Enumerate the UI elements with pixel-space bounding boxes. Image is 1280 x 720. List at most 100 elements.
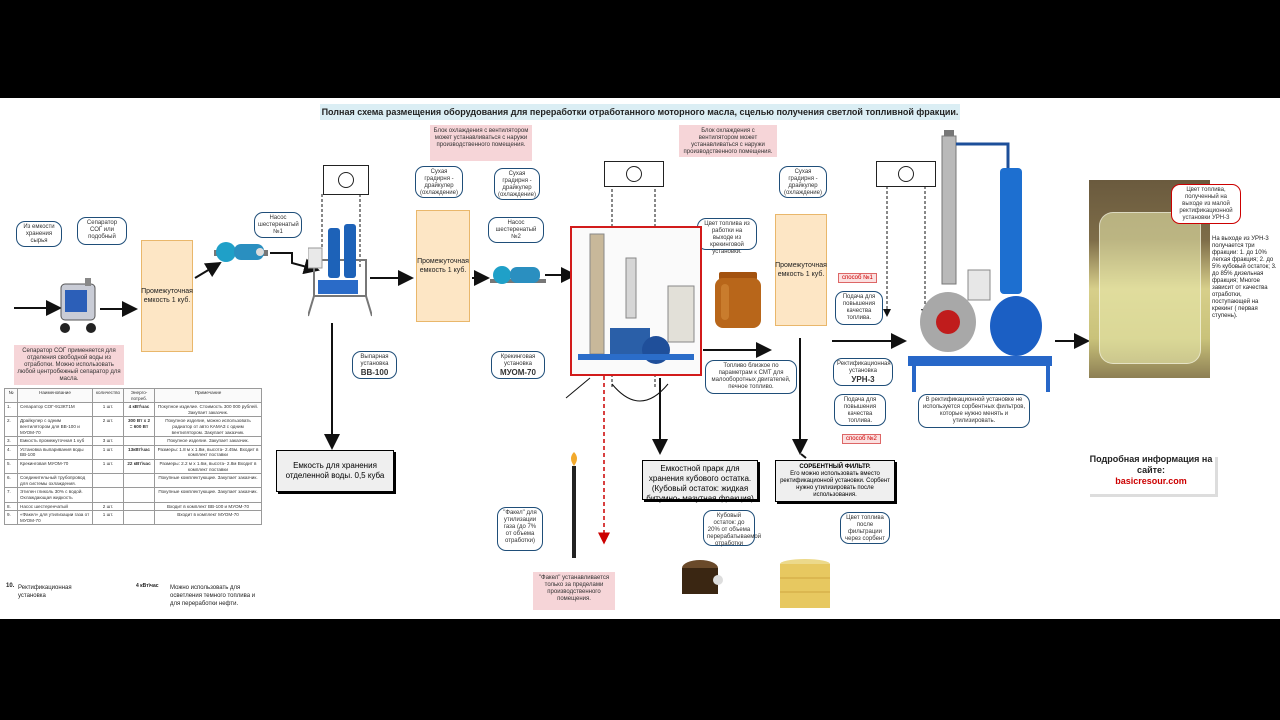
table-cell: 5. <box>4 458 18 475</box>
sorbent-color-callout: Цвет топлива после фильтрации через сорб… <box>840 512 890 544</box>
table-cell: Покупное изделие. Стоимость 300 000 рубл… <box>154 402 262 418</box>
sorbent-bucket <box>780 559 830 608</box>
table-cell: 2 шт. <box>92 416 124 438</box>
table-row: 9.«Факел» для утилизации газа от МУОМ-70… <box>4 510 262 526</box>
table-cell: Емкость промежуточная 1 куб <box>17 436 93 446</box>
supply-quality-callout-2: Подача для повышения качества топлива. <box>834 394 886 426</box>
urn-label: Ректификационная установка <box>837 361 891 374</box>
method-2-label: способ №2 <box>842 434 881 444</box>
table-cell: Покупные комплектующие. Закупает заказчи… <box>154 487 262 503</box>
table-cell: 4 кВт\час <box>123 402 155 418</box>
table-cell: Размеры: 2.2 м х 1.6м, высота- 2.8м Вход… <box>154 458 262 475</box>
jar-label-callout: Цвет топлива, полученный на выходе из ма… <box>1171 184 1241 224</box>
pump1-callout: Насос шестеренатый №1 <box>254 212 302 238</box>
raw-tank-callout: Из емкости хранения сырья <box>16 221 62 247</box>
table-cell: Установка выпаривания воды ВВ-100 <box>17 444 93 460</box>
table-cell <box>123 436 155 446</box>
muom-frame <box>570 226 702 376</box>
muom-label: Крекинговая установка <box>500 354 536 367</box>
row10-name: Ректификационная установка <box>18 585 72 599</box>
sorbent-body: Его можно использовать вместо ректификац… <box>780 471 890 498</box>
table-row: 2.Драйкулер с одним вентилятором для ВВ-… <box>4 416 262 438</box>
separator-callout: Сепаратор СОГ или подобный <box>77 217 127 245</box>
table-cell <box>92 473 124 489</box>
table-cell: 1 шт. <box>92 510 124 526</box>
table-row: 7.Этилен гликоль 30% с водой. Охлаждающа… <box>4 487 262 503</box>
info-url-link[interactable]: basicresour.com <box>1115 476 1187 486</box>
info-line: Подробная информация на сайте: <box>1089 454 1213 475</box>
table-cell <box>123 510 155 526</box>
equipment-table: № Наименование количество Энерго-потреб.… <box>4 387 262 526</box>
table-cell: 6. <box>4 473 18 489</box>
glass-jar <box>1099 212 1201 364</box>
table-cell <box>92 487 124 503</box>
vv100-unit <box>308 224 372 317</box>
table-cell: 22 кВт\час <box>123 458 155 475</box>
table-header: Примечание <box>154 387 262 404</box>
row10-power: 4 кВт\час <box>136 583 159 589</box>
table-cell: «Факел» для утилизации газа от МУОМ-70 <box>17 510 93 526</box>
fakel-callout: "Факел" для утилизации газа (до 7% от об… <box>497 507 543 551</box>
table-cell: Сепаратор СОГ-913КТ1М <box>17 402 93 418</box>
table-cell: 1 шт. <box>92 458 124 475</box>
fakel-note: "Факел" устанавливается только за предел… <box>533 572 615 610</box>
vv100-name: ВВ-100 <box>360 368 389 377</box>
diagram-canvas: Полная схема размещения оборудования для… <box>0 98 1280 619</box>
urn-name: УРН-3 <box>851 375 875 384</box>
table-cell: Соединительный трубопровод для системы о… <box>17 473 93 489</box>
supply-quality-callout-1: Подача для повышения качества топлива. <box>835 291 883 325</box>
table-cell: 1 шт. <box>92 402 124 418</box>
table-cell: 1 шт. <box>92 444 124 460</box>
table-header: количество <box>92 387 124 404</box>
table-cell: 2 шт. <box>92 501 124 512</box>
table-cell <box>123 473 155 489</box>
urn-output-text: На выходе из УРН-3 получается три фракци… <box>1212 236 1277 319</box>
table-cell: Покупные комплектующие. Закупает заказчи… <box>154 473 262 489</box>
dry-cooler-box-3 <box>876 161 936 187</box>
pump2-callout: Насос шестеренатый №2 <box>488 217 544 243</box>
table-cell: 3. <box>4 436 18 446</box>
cooling-note-2: Блок охлаждения с вентилятором может уст… <box>679 125 777 157</box>
dry-cooler-callout-3: Сухая градирня - драйкулер (охлаждение) <box>779 166 827 198</box>
kubovy-bucket <box>682 560 723 594</box>
separator-note: Сепаратор СОГ применяется для отделения … <box>14 345 124 385</box>
table-row: 6.Соединительный трубопровод для системы… <box>4 473 262 489</box>
cooling-note-1: Блок охлаждения с вентилятором может уст… <box>430 125 532 161</box>
table-header-row: № Наименование количество Энерго-потреб.… <box>4 387 262 404</box>
fakel-torch <box>571 452 577 558</box>
table-cell: 300 Вт x 2 = 600 Вт <box>123 416 155 438</box>
table-cell: Входит в комплект МУОМ-70 <box>154 510 262 526</box>
table-cell: 4. <box>4 444 18 460</box>
sorbent-filter: СОРБЕНТНЫЙ ФИЛЬТР. Его можно использоват… <box>775 460 895 502</box>
table-header: № <box>4 387 18 404</box>
fuel-color-callout: Цвет топлива из работки на выходе из кре… <box>697 218 757 255</box>
pump-1 <box>214 242 268 262</box>
page-title: Полная схема размещения оборудования для… <box>320 104 960 120</box>
kubovy-storage: Емкостной прарк для хранения кубового ос… <box>642 460 758 503</box>
table-cell: Этилен гликоль 30% с водой. Охлаждающая … <box>17 487 93 503</box>
dry-cooler-callout-1: Сухая градирня - драйкулер (охлаждение) <box>415 166 463 198</box>
dry-cooler-callout-2: Сухая градирня - драйкулер (охлаждение) <box>494 168 540 200</box>
kubovy-callout: Кубовый остаток: до 20% от объема перера… <box>703 510 761 547</box>
table-cell: 8. <box>4 501 18 512</box>
water-storage: Емкость для хранения отделенной воды. 0,… <box>276 450 394 492</box>
table-cell: 9. <box>4 510 18 526</box>
urn-note-callout: В ректификационной установке не использу… <box>918 394 1030 428</box>
info-box: Подробная информация на сайте: basicreso… <box>1087 454 1215 494</box>
muom-unit <box>578 233 695 364</box>
table-cell: 3 шт. <box>92 436 124 446</box>
table-cell: 2. <box>4 416 18 438</box>
fuel-photo: Цвет топлива, полученный на выходе из ма… <box>1089 180 1241 378</box>
table-cell: Покупное изделие. Закупает заказчик. <box>154 436 262 446</box>
table-cell: Входит в комплект ВВ-100 и МУОМ-70 <box>154 501 262 512</box>
table-cell: Крекинговая МУОМ-70 <box>17 458 93 475</box>
separator-machine <box>60 278 96 333</box>
table-cell <box>123 487 155 503</box>
